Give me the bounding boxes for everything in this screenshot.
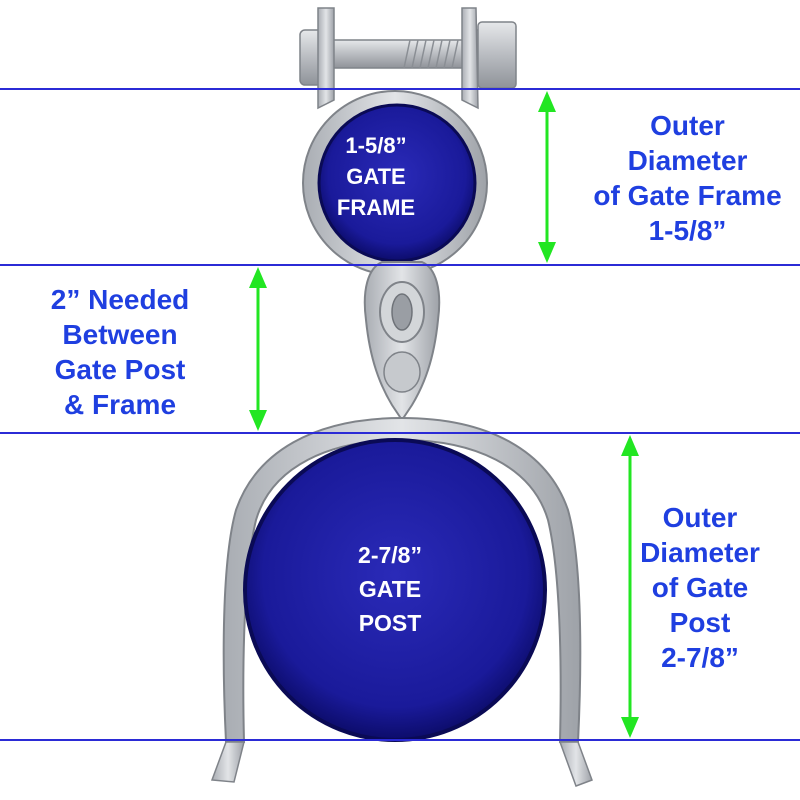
frame-diameter-label-line: of Gate Frame [593, 180, 782, 211]
post-diameter-label-line: Outer [662, 502, 738, 533]
frame-diameter-label: Outer Diameter of Gate Frame 1-5/8” [575, 108, 800, 248]
gap-label: 2” Needed Between Gate Post & Frame [20, 282, 220, 422]
frame-diameter-arrow [538, 91, 556, 263]
gap-label-line: Between [62, 319, 178, 350]
frame-pipe-label-line: FRAME [336, 195, 416, 220]
post-diameter-label-line: Diameter [640, 537, 760, 568]
post-pipe-label-line: GATE [358, 576, 422, 602]
hinge-knuckle [363, 261, 441, 422]
frame-diameter-label-line: Outer [650, 110, 725, 141]
frame-pipe-label-line: 1-5/8” [345, 133, 407, 158]
frame-diameter-label-line: Diameter [627, 145, 748, 176]
gap-label-line: & Frame [63, 389, 177, 420]
bolt [299, 21, 517, 89]
post-diameter-label-line: Post [669, 607, 731, 638]
frame-clamp-ears [317, 7, 479, 110]
post-diameter-label: Outer Diameter of Gate Post 2-7/8” [600, 500, 800, 675]
post-diameter-arrow [621, 435, 639, 738]
post-clamp [210, 416, 593, 787]
frame-diameter-label-line: 1-5/8” [648, 215, 727, 246]
post-pipe-label: 2-7/8” GATE POST [320, 538, 460, 640]
frame-pipe-label-line: GATE [346, 164, 406, 189]
post-pipe-label-line: POST [358, 610, 422, 636]
post-diameter-label-line: 2-7/8” [661, 642, 739, 673]
gap-arrow [249, 267, 267, 431]
guide-lines [0, 88, 800, 741]
gap-label-line: Gate Post [54, 354, 186, 385]
post-diameter-label-line: of Gate [651, 572, 749, 603]
gap-label-line: 2” Needed [50, 284, 190, 315]
post-pipe-label-line: 2-7/8” [358, 542, 422, 568]
frame-pipe-label: 1-5/8” GATE FRAME [318, 130, 434, 223]
